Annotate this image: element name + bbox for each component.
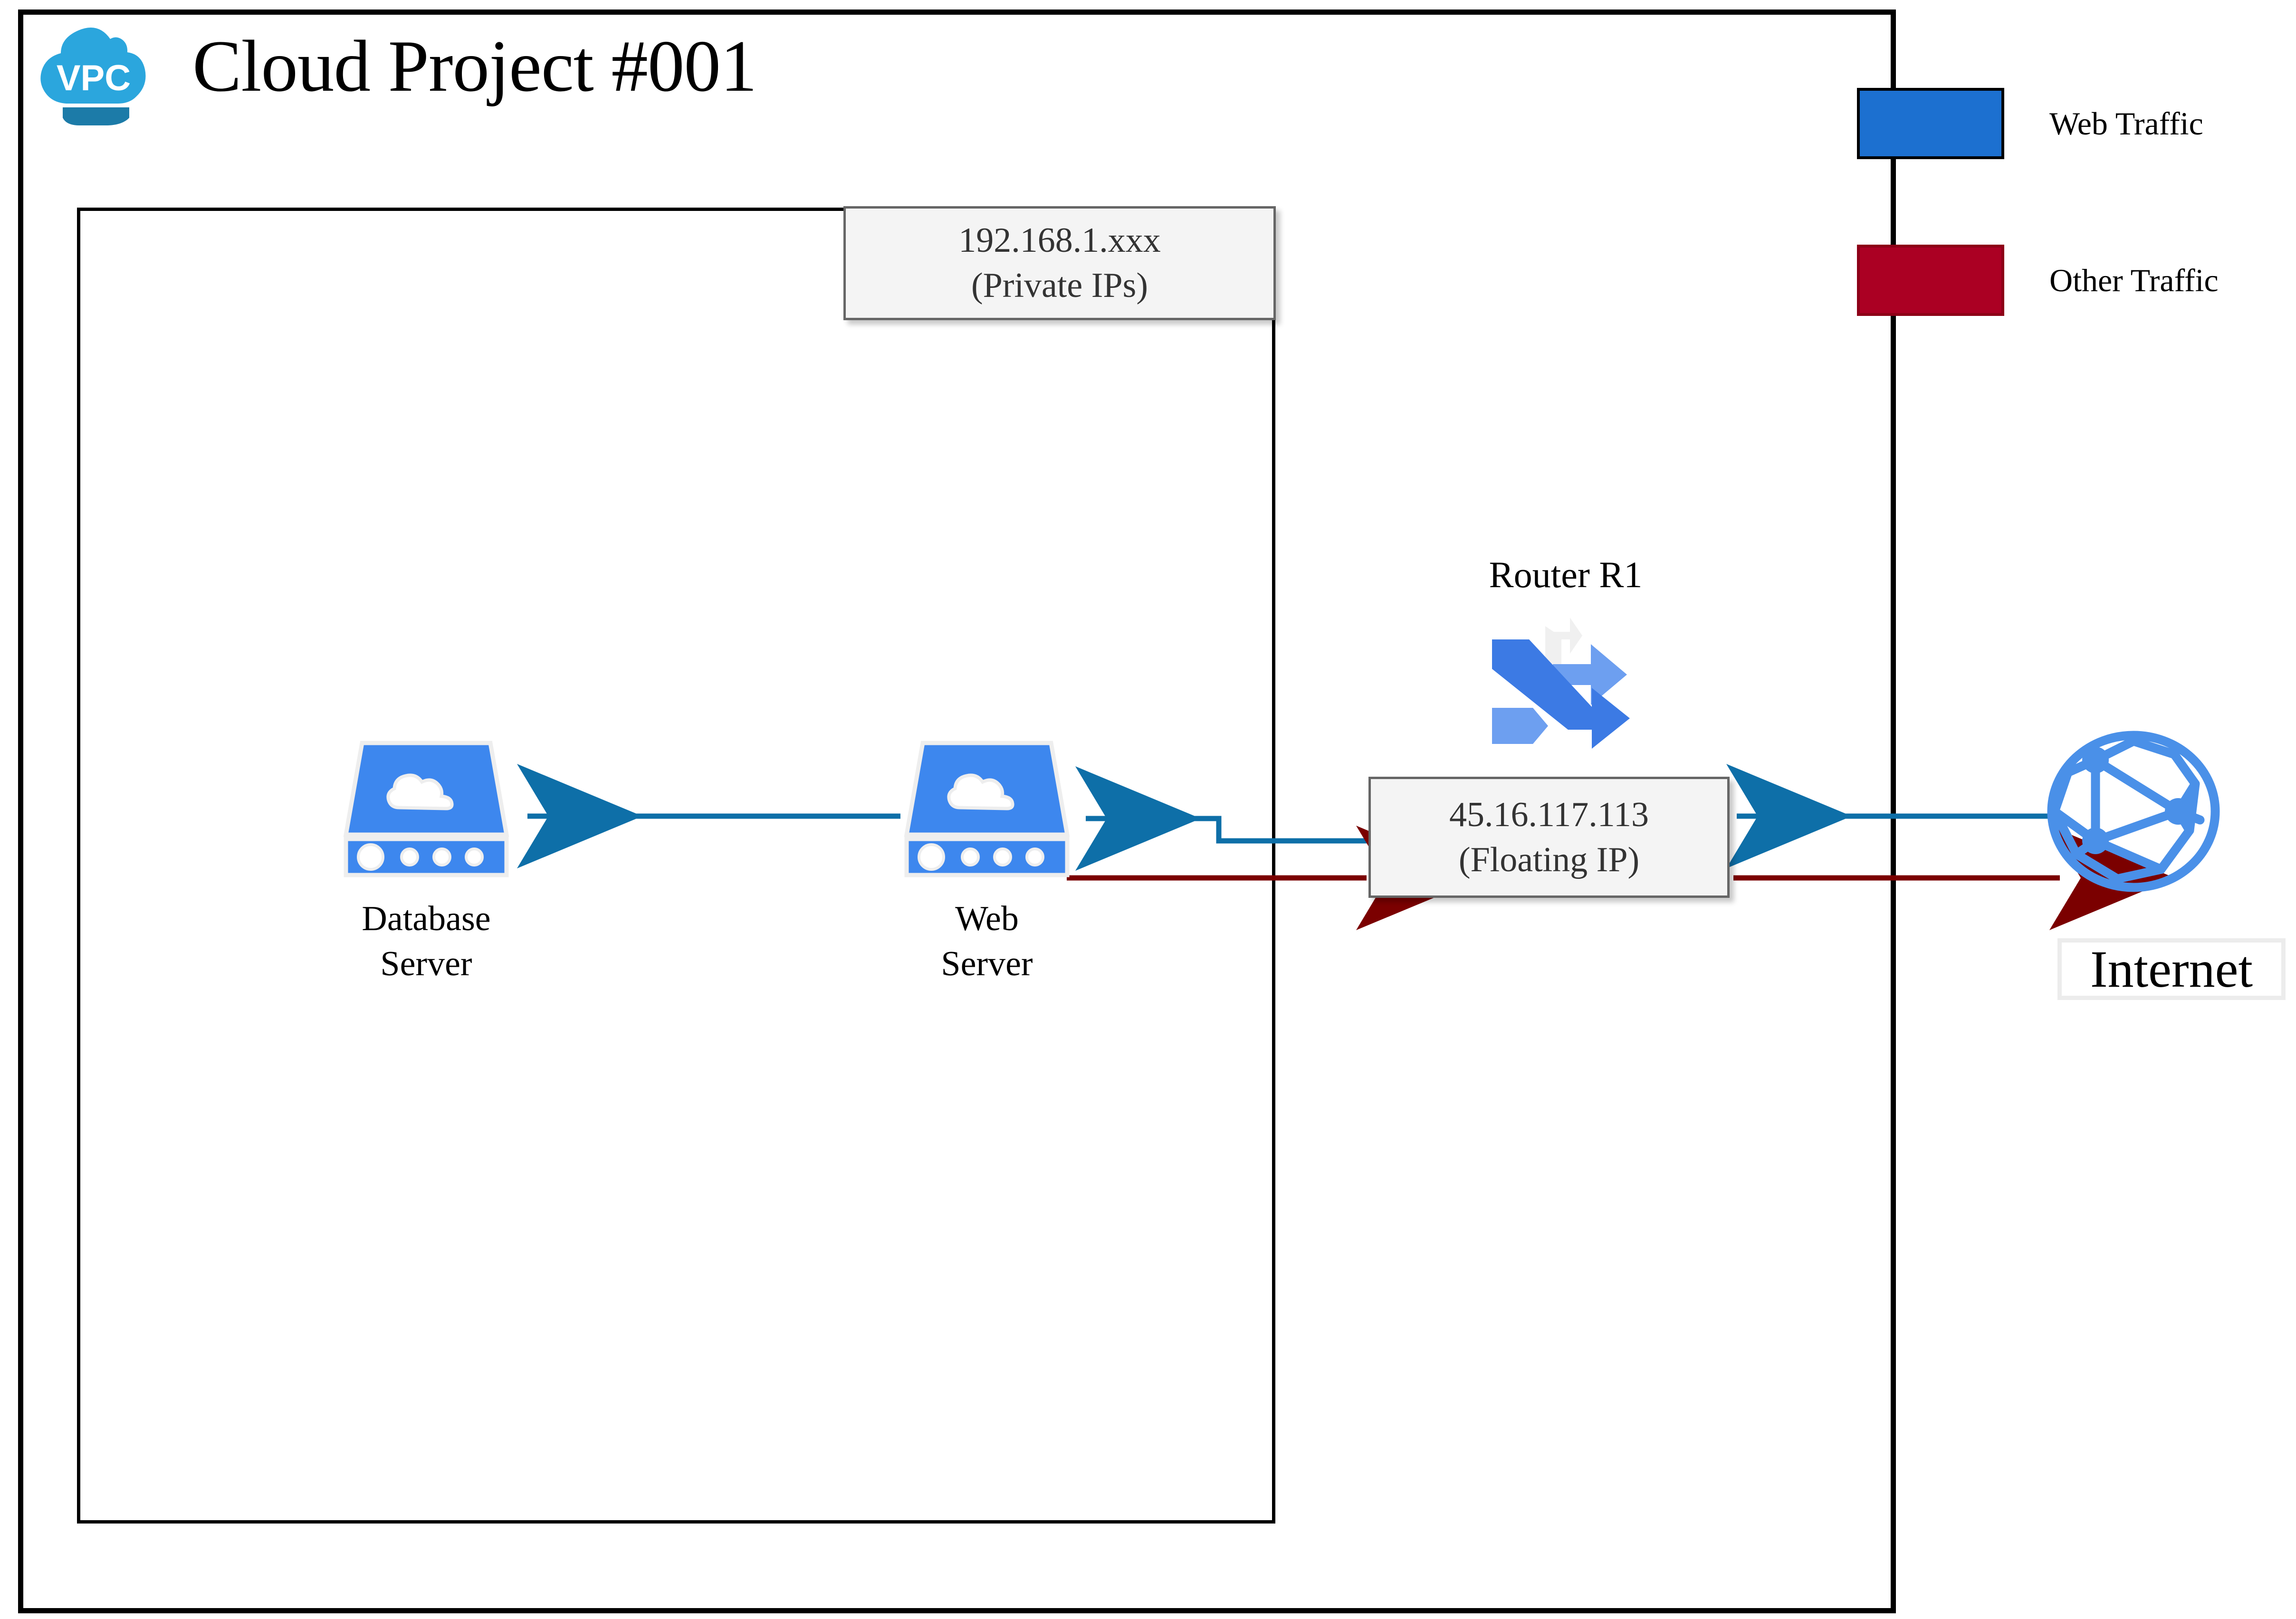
node-database-server[interactable]: Database Server: [341, 737, 511, 983]
legend-label-other-traffic: Other Traffic: [2049, 262, 2219, 298]
router-title: Router R1: [1489, 554, 1643, 595]
node-router[interactable]: [1473, 613, 1658, 751]
vpc-cloud-icon: VPC: [34, 18, 153, 132]
private-ip-address: 192.168.1.xxx: [958, 221, 1161, 260]
vpc-badge-label: VPC: [57, 58, 131, 98]
server-icon: [343, 741, 509, 877]
globe-network-icon: [2047, 731, 2220, 892]
subnet-boundary-box: [77, 208, 1275, 1524]
private-ip-caption: (Private IPs): [971, 266, 1148, 305]
private-ip-callout: 192.168.1.xxx (Private IPs): [843, 206, 1276, 320]
legend-item-other-traffic: Other Traffic: [1857, 245, 2219, 316]
node-label-web-server: Web Server: [941, 899, 1033, 983]
router-shuffle-icon: [1492, 618, 1630, 749]
node-internet[interactable]: [2038, 727, 2229, 898]
page-title: Cloud Project #001: [192, 25, 757, 107]
legend-label-web-traffic: Web Traffic: [2049, 105, 2203, 142]
floating-ip-callout: 45.16.117.113 (Floating IP): [1368, 777, 1730, 898]
floating-ip-caption: (Floating IP): [1458, 840, 1640, 879]
internet-label: Internet: [2057, 938, 2286, 1000]
node-label-database-server: Database Server: [362, 899, 491, 983]
legend-item-web-traffic: Web Traffic: [1857, 88, 2203, 159]
legend-swatch-other-traffic: [1857, 245, 2004, 316]
server-icon: [904, 741, 1070, 877]
legend-swatch-web-traffic: [1857, 88, 2004, 159]
floating-ip-address: 45.16.117.113: [1449, 795, 1649, 834]
node-web-server[interactable]: Web Server: [902, 737, 1072, 983]
